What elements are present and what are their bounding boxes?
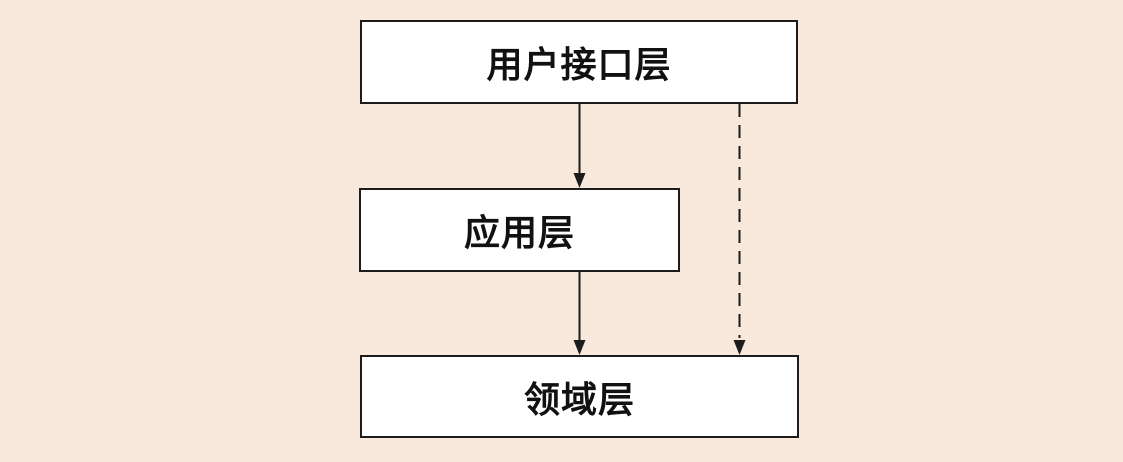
node-application-layer: 应用层 [359,188,680,272]
arrow-ui-to-domain-head-icon [733,340,746,355]
node-domain-layer-label: 领域层 [523,379,635,421]
arrow-application-to-domain-head-icon [573,340,586,355]
node-ui-layer-label: 用户接口层 [486,45,672,86]
node-ui-layer: 用户接口层 [360,20,798,104]
node-domain-layer: 领域层 [360,355,799,438]
node-application-layer-label: 应用层 [463,213,575,254]
arrow-ui-to-application-head-icon [573,173,586,188]
